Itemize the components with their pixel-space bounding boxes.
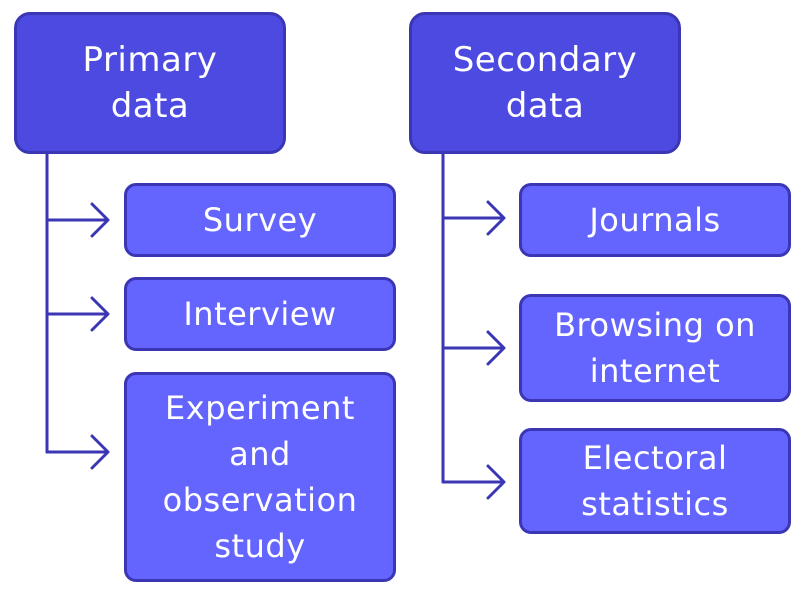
primary-data-node: Primary data bbox=[14, 12, 286, 154]
branch-arrow-interview bbox=[45, 296, 110, 332]
survey-label: Survey bbox=[202, 201, 318, 239]
branch-arrow-experiment bbox=[45, 434, 110, 470]
journals-label: Journals bbox=[589, 201, 721, 239]
secondary-data-node: Secondary data bbox=[409, 12, 681, 154]
primary-data-label: Primary data bbox=[82, 40, 218, 126]
experiment-observation-node: Experiment and observation study bbox=[124, 372, 396, 582]
branch-arrow-journals bbox=[441, 200, 506, 236]
branch-arrow-browsing bbox=[441, 330, 506, 366]
browsing-internet-label: Browsing on internet bbox=[554, 306, 756, 390]
electoral-statistics-label: Electoral statistics bbox=[581, 439, 729, 523]
branch-arrow-electoral bbox=[441, 464, 506, 500]
journals-node: Journals bbox=[519, 183, 791, 257]
interview-node: Interview bbox=[124, 277, 396, 351]
interview-label: Interview bbox=[183, 295, 337, 333]
experiment-observation-label: Experiment and observation study bbox=[162, 389, 358, 565]
secondary-data-label: Secondary data bbox=[452, 40, 638, 126]
survey-node: Survey bbox=[124, 183, 396, 257]
branch-arrow-survey bbox=[45, 202, 110, 238]
electoral-statistics-node: Electoral statistics bbox=[519, 428, 791, 534]
browsing-internet-node: Browsing on internet bbox=[519, 294, 791, 402]
